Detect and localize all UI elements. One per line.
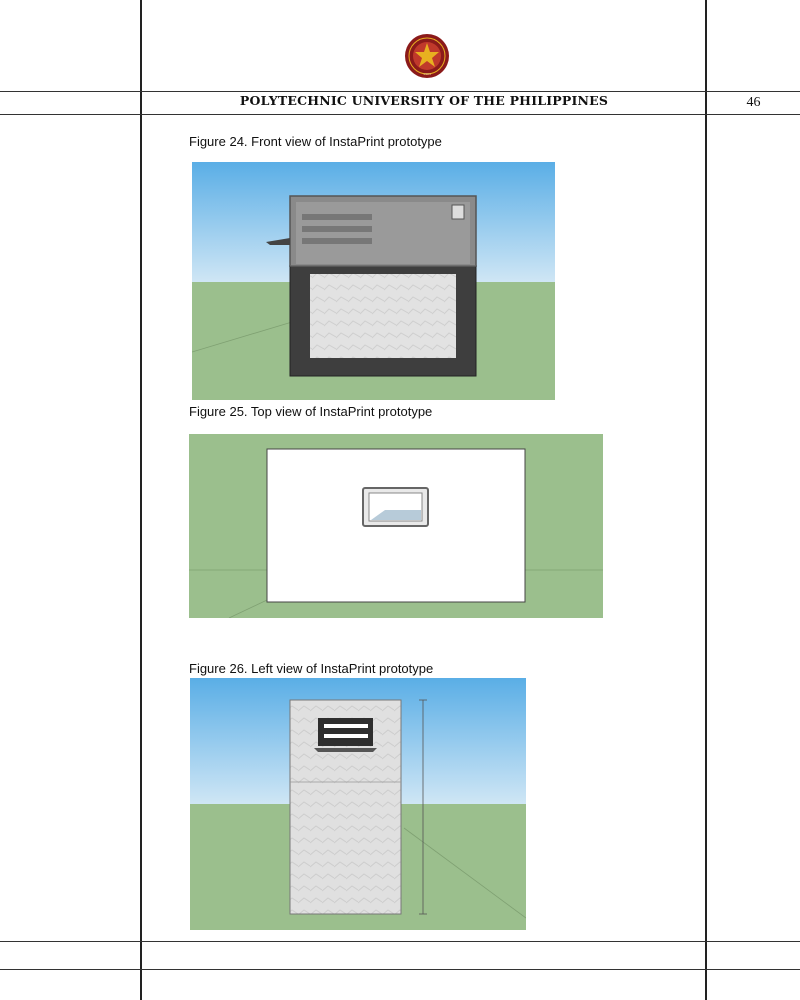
- header-bottom-rule: [0, 114, 800, 115]
- seal-year-text: 1904: [423, 72, 431, 76]
- figure-25-caption: Figure 25. Top view of InstaPrint protot…: [189, 404, 433, 419]
- footer-bottom-rule: [0, 969, 800, 970]
- figure-26-left-view: [190, 678, 526, 930]
- right-margin-rule: [705, 0, 707, 1000]
- university-name: POLYTECHNIC UNIVERSITY OF THE PHILIPPINE…: [239, 93, 609, 108]
- figure-24-front-view: [192, 162, 555, 400]
- figure-25-top-view: [189, 434, 603, 618]
- footer-top-rule: [0, 941, 800, 942]
- figure-24-caption: Figure 24. Front view of InstaPrint prot…: [189, 134, 442, 149]
- left-margin-rule: [140, 0, 142, 1000]
- page-number: 46: [746, 95, 761, 110]
- university-seal-icon: 1904: [404, 33, 450, 79]
- header-top-rule: [0, 91, 800, 92]
- figure-26-caption: Figure 26. Left view of InstaPrint proto…: [189, 661, 434, 676]
